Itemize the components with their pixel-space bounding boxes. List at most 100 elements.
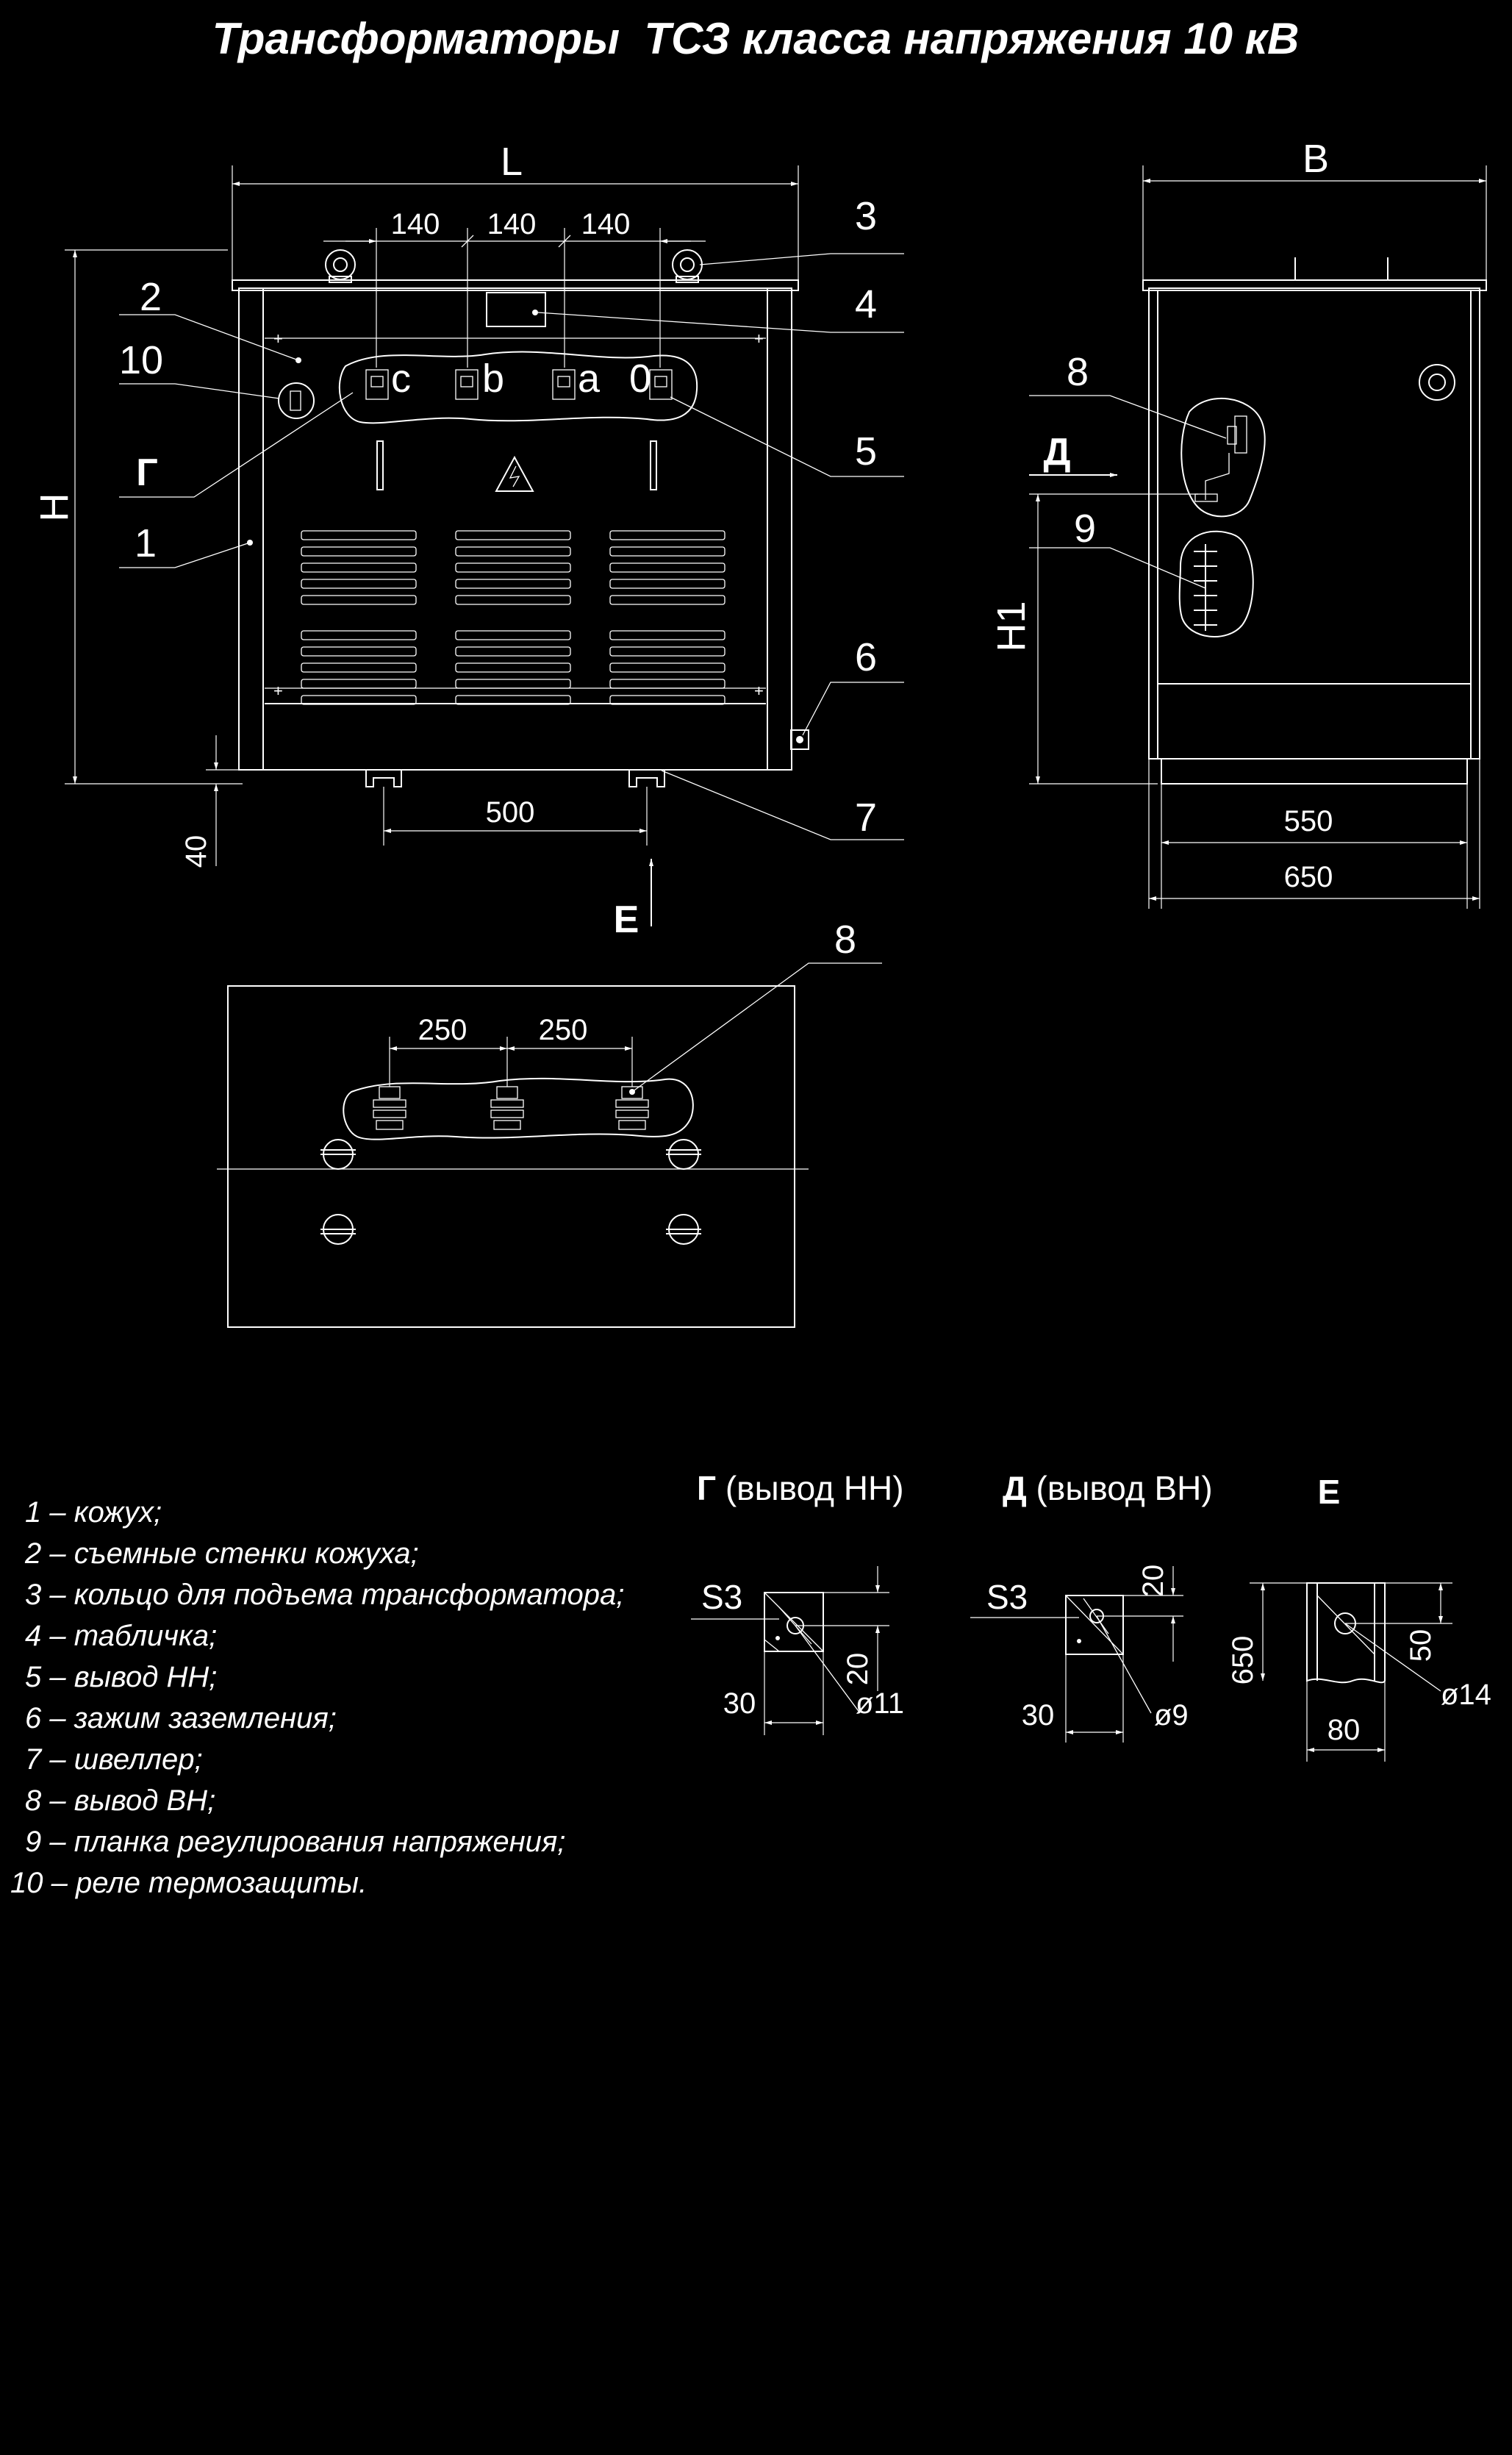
louver-slat	[301, 630, 417, 640]
earthing-clamp	[790, 729, 809, 750]
detail-G-30: 30	[723, 1687, 756, 1720]
louver-slat	[301, 546, 417, 557]
detail-E-80: 80	[1328, 1714, 1361, 1746]
detail-D-30: 30	[1022, 1699, 1055, 1732]
bushing-part	[615, 1109, 649, 1118]
callout-8-side: 8	[1067, 350, 1089, 394]
louver-slat	[609, 530, 725, 540]
legend-item: 2 – съемные стенки кожуха;	[24, 1537, 419, 1570]
detail-D: Д (вывод ВН) S3 30 20 ø9	[970, 1469, 1213, 1743]
dim-250-1: 250	[418, 1014, 467, 1046]
louver-slat	[609, 695, 725, 705]
louver-slat	[301, 530, 417, 540]
screw-mark: +	[754, 329, 764, 348]
bushing-part	[496, 1086, 518, 1099]
legend-item: 7 – швеллер;	[25, 1743, 203, 1776]
legend-item: 1 – кожух;	[25, 1496, 162, 1529]
detail-E-50: 50	[1405, 1629, 1437, 1662]
louver-slat	[609, 679, 725, 689]
callout-9-side: 9	[1074, 507, 1096, 551]
detail-G-20: 20	[842, 1653, 874, 1686]
louver-slat	[455, 630, 571, 640]
callout-8-top: 8	[834, 918, 856, 962]
callout-leaders	[119, 253, 904, 840]
dim-250-2: 250	[539, 1014, 588, 1046]
callout-6: 6	[855, 635, 877, 679]
thermal-relay	[278, 382, 315, 419]
tap-changer-window	[1178, 530, 1254, 637]
legend-item: 10 – реле термозащиты.	[10, 1867, 367, 1899]
louver-slat	[301, 662, 417, 673]
bushing-part	[379, 1086, 401, 1099]
louver-slat	[609, 562, 725, 573]
legend-item: 8 – вывод ВН;	[25, 1784, 215, 1817]
callout-10: 10	[119, 338, 163, 382]
louver-slat	[609, 662, 725, 673]
dim-L: L	[501, 140, 523, 184]
detail-E-title: Е	[1318, 1473, 1341, 1511]
nameplate	[486, 292, 546, 327]
dim-H: H	[32, 493, 76, 522]
side-body	[1148, 287, 1480, 760]
top-hv-window	[343, 1077, 694, 1140]
detail-G-dia: ø11	[856, 1687, 904, 1720]
legend-item: 5 – вывод НН;	[25, 1661, 217, 1693]
louver-slat	[455, 695, 571, 705]
front-body	[238, 287, 792, 771]
ventilation-louvers	[301, 530, 725, 705]
callout-G: Г	[136, 451, 157, 494]
lv-terminals	[365, 369, 673, 400]
louver-slat	[301, 679, 417, 689]
louver-slat	[455, 579, 571, 589]
callout-2: 2	[140, 275, 162, 319]
hv-terminal	[1194, 415, 1247, 502]
terminal-label-a: a	[578, 357, 601, 401]
screw-mark: +	[273, 329, 283, 348]
louver-slat	[609, 630, 725, 640]
louver-slat	[455, 662, 571, 673]
bushing-part	[618, 1120, 646, 1130]
view-arrow-D-label: Д	[1043, 431, 1070, 474]
view-arrow-E-label: Е	[614, 898, 639, 941]
top-lifting-rings	[320, 1139, 701, 1245]
channel-foot-left	[365, 770, 402, 787]
detail-E-650: 650	[1227, 1636, 1259, 1685]
louver-slat	[301, 579, 417, 589]
louver-slat	[301, 595, 417, 605]
detail-G-s3: S3	[701, 1578, 742, 1616]
detail-G: Г (вывод НН) S3 30 20 ø11	[691, 1469, 904, 1735]
side-view: B H1 Д 550 650 8 9	[989, 137, 1487, 909]
legend-item: 4 – табличка;	[25, 1620, 217, 1652]
louver-slat	[609, 646, 725, 657]
callout-3: 3	[855, 194, 877, 238]
lv-terminal-window	[338, 351, 698, 424]
bushing-part	[376, 1120, 404, 1130]
louver-slat	[455, 646, 571, 657]
hv-terminal-window	[1180, 397, 1266, 518]
louver-slat	[301, 646, 417, 657]
callout-1: 1	[135, 521, 157, 565]
louver-slat	[609, 579, 725, 589]
legend-item: 9 – планка регулирования напряжения;	[25, 1826, 565, 1858]
front-roof	[232, 279, 799, 291]
screw-mark: +	[273, 682, 283, 700]
bushing-part	[373, 1109, 406, 1118]
callout-7: 7	[855, 796, 877, 840]
dim-140-3: 140	[581, 208, 631, 240]
detail-D-s3: S3	[986, 1578, 1028, 1616]
front-view: + + + + c b a 0	[32, 140, 904, 941]
louver-slat	[609, 546, 725, 557]
dim-B: B	[1303, 137, 1329, 181]
dim-650: 650	[1284, 861, 1333, 893]
warning-sign-icon	[495, 455, 534, 492]
side-roof	[1142, 279, 1487, 291]
detail-D-dia: ø9	[1154, 1699, 1189, 1732]
bushing-part	[493, 1120, 521, 1130]
page-title: Трансформаторы ТСЗ класса напряжения 10 …	[212, 14, 1300, 63]
dim-140-2: 140	[487, 208, 537, 240]
terminal-label-c: c	[391, 357, 411, 401]
door-handle-left	[376, 440, 384, 490]
detail-E: Е 650 50 80 ø14	[1227, 1473, 1491, 1762]
terminal-label-0: 0	[629, 357, 651, 401]
louver-slat	[609, 595, 725, 605]
